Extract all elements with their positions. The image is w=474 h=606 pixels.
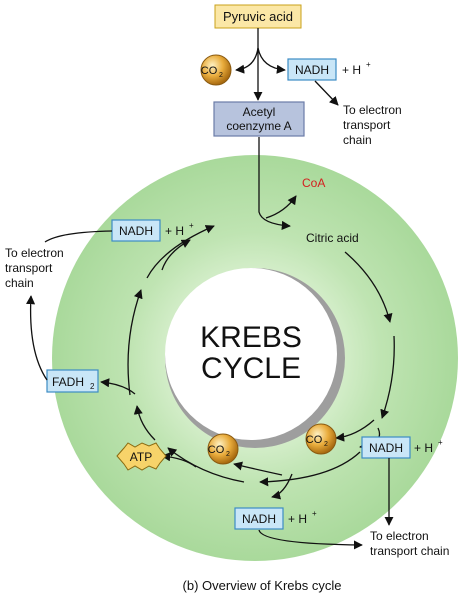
acetyl-coa-box: Acetyl coenzyme A xyxy=(213,101,305,137)
center-label-line2: CYCLE xyxy=(201,352,301,385)
svg-text:+: + xyxy=(189,221,194,230)
nadh-top-label: NADH xyxy=(295,63,329,77)
cycle-arrow-2 xyxy=(380,335,395,419)
fadh2-to-ets-arrow xyxy=(26,295,48,381)
svg-text:2: 2 xyxy=(226,451,230,458)
svg-text:+ H: + H xyxy=(342,63,361,77)
atp-starburst: ATP xyxy=(116,442,167,471)
co2-release-arrow-right xyxy=(335,419,375,442)
acetyl-label-line1: Acetyl xyxy=(243,105,276,119)
nadh-release-arrow-left xyxy=(161,239,191,271)
nadh-bottom-label: NADH xyxy=(242,512,276,526)
co2-release-arrow-top xyxy=(235,47,259,74)
nadh-top-to-ets-arrow xyxy=(314,80,339,106)
pyruvic-acid-box: Pyruvic acid xyxy=(214,4,302,29)
ets-top-line3: chain xyxy=(343,133,372,147)
coa-label: CoA xyxy=(302,176,325,190)
svg-text:+: + xyxy=(366,60,371,69)
pyruvic-acid-label: Pyruvic acid xyxy=(223,9,293,24)
atp-label: ATP xyxy=(130,450,152,464)
svg-text:2: 2 xyxy=(219,72,223,79)
nadh-bottom-to-ets-arrow xyxy=(258,529,363,550)
ets-bottom-line1: To electron xyxy=(370,529,429,543)
cycle-arrow-1 xyxy=(344,251,393,323)
ets-top-line2: transport xyxy=(343,118,391,132)
ring-hole xyxy=(165,268,337,440)
nadh-top: NADH + H + xyxy=(287,58,371,81)
fadh2-release-arrow xyxy=(100,378,136,395)
co2-release-arrow-bottom xyxy=(233,461,283,476)
fadh2-box: FADH 2 xyxy=(46,369,99,393)
citric-acid-label: Citric acid xyxy=(306,231,359,245)
cycle-arrow-6 xyxy=(127,289,143,396)
co2-bottom-label: CO xyxy=(208,444,225,456)
nadh-right: NADH + H + xyxy=(361,436,443,459)
cycle-arrow-5 xyxy=(133,405,156,441)
nadh-left-connector xyxy=(44,230,113,243)
cycle-arrow-7 xyxy=(146,225,215,279)
ets-left-line1: To electron xyxy=(5,246,64,260)
nadh-bottom: NADH + H + xyxy=(234,507,317,530)
cycle-arrow-3 xyxy=(259,451,361,487)
svg-text:+: + xyxy=(438,438,443,447)
svg-text:+: + xyxy=(312,509,317,518)
co2-right: CO 2 xyxy=(305,423,337,455)
co2-bottom: CO 2 xyxy=(207,433,239,465)
acetyl-label-line2: coenzyme A xyxy=(226,119,291,133)
svg-text:+ H: + H xyxy=(165,224,184,238)
nadh-release-arrow-bottom xyxy=(271,473,293,500)
ets-left-line3: chain xyxy=(5,276,34,290)
co2-right-label: CO xyxy=(306,434,323,446)
svg-text:2: 2 xyxy=(90,382,95,391)
svg-text:+ H: + H xyxy=(414,441,433,455)
fadh2-label: FADH xyxy=(52,375,84,389)
ets-bottom-line2: transport chain xyxy=(370,544,449,558)
svg-text:+ H: + H xyxy=(288,512,307,526)
nadh-release-arrow-top xyxy=(257,47,286,74)
co2-top-label: CO xyxy=(201,65,218,77)
ets-top-line1: To electron xyxy=(343,103,402,117)
nadh-left-label: NADH xyxy=(119,224,153,238)
nadh-left: NADH + H + xyxy=(111,219,194,242)
figure-caption: (b) Overview of Krebs cycle xyxy=(183,578,342,593)
coa-release-arrow xyxy=(265,195,297,219)
ets-left-line2: transport xyxy=(5,261,53,275)
center-label-line1: KREBS xyxy=(200,321,302,354)
svg-text:2: 2 xyxy=(324,441,328,448)
cycle-arrow-4 xyxy=(167,447,245,483)
co2-top: CO 2 xyxy=(200,54,232,86)
acetyl-entry-arrow xyxy=(258,137,291,230)
nadh-right-label: NADH xyxy=(369,441,403,455)
